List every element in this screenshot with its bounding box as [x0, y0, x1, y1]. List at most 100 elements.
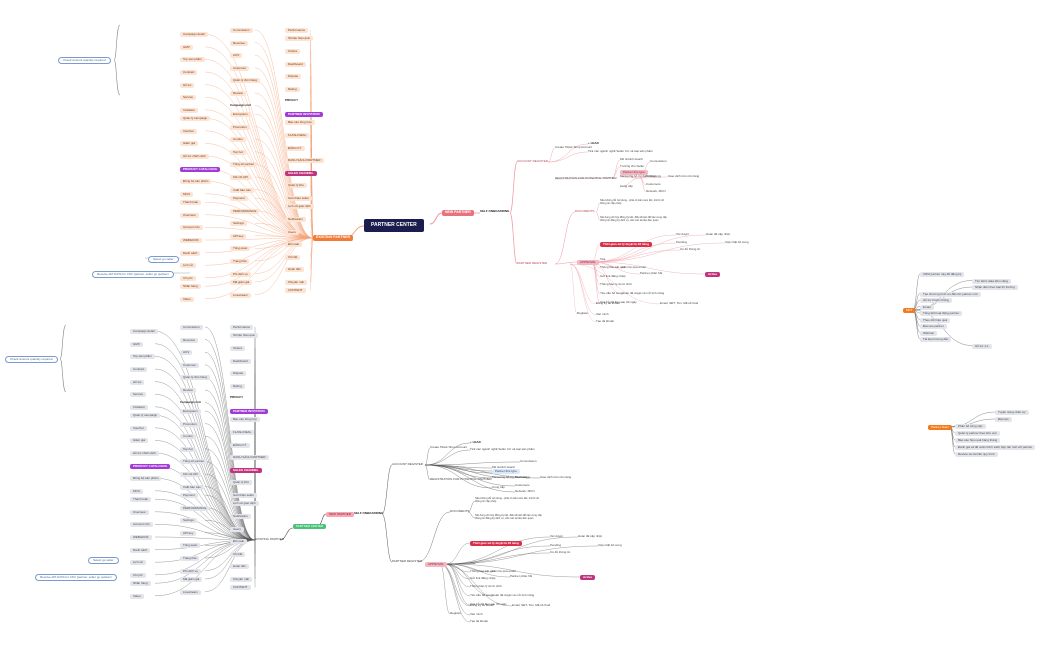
- marketing-item[interactable]: Tổng kết hoạt động partner: [920, 311, 963, 316]
- existing-partner-item[interactable]: Revenue: [230, 40, 249, 46]
- existing-partner-item[interactable]: Phí dịch vụ: [230, 271, 251, 277]
- bottom-check-label[interactable]: Check amount quantity required: [5, 356, 58, 363]
- bottom-existing-item[interactable]: Hỗ trợ: [130, 379, 145, 385]
- bottom-existing-item[interactable]: SALES CHANNEL: [230, 467, 262, 473]
- bottom-account-register[interactable]: ACCOUNT REGISTER: [392, 462, 423, 466]
- approval-item[interactable]: Active: [705, 272, 721, 277]
- existing-partner-item[interactable]: Review: [230, 91, 246, 96]
- existing-partner-item[interactable]: Account info: [180, 225, 203, 231]
- bottom-existing-item[interactable]: Khuyến mãi: [230, 577, 252, 582]
- bottom-register-item[interactable]: Register: [450, 611, 462, 615]
- bottom-existing-item[interactable]: GMV: [130, 341, 143, 347]
- existing-partner-item[interactable]: ĐĂNG KÝ: [285, 145, 305, 151]
- approval-item[interactable]: Thông báo kết quả: [600, 265, 626, 269]
- bottom-existing-item[interactable]: Review: [180, 388, 196, 393]
- approval-item[interactable]: Liên hệ qua email: [622, 265, 646, 269]
- existing-partner-item[interactable]: Chi phí: [180, 275, 196, 281]
- center-node[interactable]: PARTNER CENTER: [364, 219, 424, 232]
- bottom-account-item[interactable]: Commission: [520, 459, 537, 463]
- approval-item[interactable]: Hoàn tất duyệt và mở tính năng: [622, 291, 665, 295]
- bottom-existing-item[interactable]: Báo cáo tổng hợp: [230, 417, 260, 423]
- marketing-item[interactable]: CRM partner này để đăng ký: [920, 272, 965, 277]
- bottom-approval-item[interactable]: Gửi link đăng nhập: [470, 576, 496, 580]
- existing-partner-item[interactable]: Chi tiết: [285, 254, 301, 260]
- bottom-existing-item[interactable]: PARTNER INVITATION: [230, 409, 268, 414]
- bottom-existing-item[interactable]: Tổng quan: [180, 543, 201, 549]
- existing-partner-item[interactable]: Service: [180, 95, 197, 101]
- existing-partner-item[interactable]: Campaign detail: [180, 32, 208, 38]
- bottom-existing-item[interactable]: AOV: [180, 350, 193, 356]
- account-item[interactable]: Partner this type: [620, 170, 648, 175]
- account-register-label[interactable]: ACCOUNT REGISTER: [517, 159, 548, 163]
- bottom-existing-item[interactable]: Video: [130, 593, 144, 599]
- bottom-existing-item[interactable]: Payment: [180, 493, 198, 498]
- bottom-existing-item[interactable]: Top sản phẩm: [130, 354, 155, 360]
- bottom-approval-item[interactable]: Cập nhật bổ sung: [598, 543, 622, 547]
- bottom-approval-item[interactable]: Thông báo lý do từ chối: [470, 584, 502, 588]
- bottom-existing-item[interactable]: Dashboard: [230, 358, 251, 364]
- bottom-existing-item[interactable]: Combo: [180, 434, 196, 440]
- bottom-document-item[interactable]: Nếu không đủ nội dung - phải có bản cam …: [475, 497, 539, 503]
- bottom-approval-item[interactable]: Active: [580, 575, 596, 580]
- document-item[interactable]: Nếu không đủ nội dung - phải có bản cam …: [600, 199, 664, 205]
- existing-partner-item[interactable]: Khuyến mãi: [285, 280, 307, 285]
- bottom-existing-item[interactable]: Giảm giá: [130, 438, 149, 444]
- existing-partner-item[interactable]: Hỗ trợ: [180, 82, 195, 88]
- bottom-existing-item[interactable]: Lịch sử giao dịch: [230, 501, 259, 507]
- marketing-root[interactable]: MKT: [903, 308, 916, 313]
- account-item[interactable]: Giao dịch trên nền tảng: [668, 174, 700, 178]
- bottom-existing-item[interactable]: Trạng thái: [180, 556, 200, 561]
- account-item[interactable]: Commission: [650, 159, 667, 163]
- bottom-existing-item[interactable]: Overview: [130, 509, 149, 515]
- bottom-register-item[interactable]: Đăng ký tài khoản: [470, 603, 495, 607]
- bottom-existing-item[interactable]: Chi phí: [130, 572, 146, 578]
- bottom-existing-item[interactable]: Tổng số partner: [180, 459, 208, 465]
- existing-partner-item[interactable]: Top hot: [230, 149, 246, 155]
- account-item[interactable]: Cung cấp: [620, 184, 633, 188]
- existing-partner-item[interactable]: Ecosystem: [230, 112, 251, 117]
- bottom-account-item[interactable]: Technology: [515, 475, 531, 479]
- bottom-existing-item[interactable]: Dispute: [230, 371, 247, 377]
- bottom-account-item[interactable]: Partner this type: [492, 469, 520, 474]
- bottom-account-item[interactable]: Marketing hỗ trợ bán hàng: [492, 475, 528, 479]
- marketing-item[interactable]: Tài liệu hướng dẫn: [920, 337, 952, 342]
- register-item[interactable]: Register: [577, 311, 589, 315]
- marketing-item[interactable]: Hỗ trợ 1-1: [972, 343, 992, 349]
- existing-partner-item[interactable]: PRODUCT CATALOGUE: [180, 166, 221, 172]
- bottom-existing-item[interactable]: MCN: [130, 488, 143, 494]
- existing-partner-item[interactable]: PERFORMANCE: [230, 208, 260, 214]
- partner-team-item[interactable]: Phân bổ công việc: [955, 424, 986, 429]
- existing-partner-item[interactable]: Payment: [230, 196, 248, 201]
- bottom-approval-item[interactable]: Xét duyệt: [550, 534, 563, 538]
- existing-partner-item[interactable]: Đồng bộ sản phẩm: [180, 179, 212, 185]
- bottom-existing-item[interactable]: Quản lý campaign: [130, 413, 161, 419]
- bottom-existing-item[interactable]: Settings: [180, 518, 197, 524]
- bottom-existing-item[interactable]: Voucher: [130, 425, 148, 431]
- existing-partner-item[interactable]: Video: [180, 296, 194, 302]
- existing-partner-item[interactable]: Notification: [285, 217, 306, 222]
- bottom-existing-item[interactable]: PERFORMANCE: [180, 505, 210, 511]
- bottom-existing-item[interactable]: DANH SÁCH PARTNER: [230, 455, 269, 461]
- bottom-existing-item[interactable]: Danh sách: [130, 547, 151, 553]
- bottom-account-item[interactable]: REGISTRATION FOR POTENTIAL PARTNER: [430, 477, 492, 481]
- bottom-existing-item[interactable]: Contract: [130, 367, 148, 372]
- bottom-new-partner[interactable]: NEW PARTNER: [326, 512, 354, 517]
- marketing-item[interactable]: Nhận diện theo loại thị trường: [972, 285, 1018, 290]
- select-seller-label[interactable]: Select go seller: [148, 256, 179, 263]
- existing-partner-item[interactable]: Trạng thái: [230, 259, 250, 264]
- self-onboarding-label[interactable]: SELF ONBOARDING: [480, 209, 510, 213]
- marketing-item[interactable]: Theo dõi hiệu quả: [920, 317, 951, 323]
- bottom-approval-item[interactable]: Xóa bỏ dữ liệu sau 30 ngày: [470, 602, 507, 606]
- bottom-existing-item[interactable]: Commission: [180, 325, 203, 330]
- bottom-existing-item[interactable]: Đồng bộ sản phẩm: [130, 476, 162, 482]
- bottom-existing-item[interactable]: Invitation: [130, 404, 149, 410]
- bottom-existing-item[interactable]: Campaign mới: [180, 399, 201, 404]
- bottom-existing-item[interactable]: PRODUCT CATALOGUE: [130, 463, 171, 469]
- marketing-item[interactable]: Hỗ trợ truyền thông: [920, 298, 952, 303]
- bottom-existing-item[interactable]: API key: [180, 530, 197, 536]
- existing-partner-item[interactable]: Commission: [230, 28, 253, 33]
- existing-partner-item[interactable]: Invitation: [180, 107, 199, 113]
- bottom-existing-item[interactable]: Giới thiệu seller: [230, 493, 257, 498]
- existing-partner-item[interactable]: Overview: [180, 212, 199, 218]
- check-amount-label[interactable]: Check amount quantity required: [58, 57, 111, 64]
